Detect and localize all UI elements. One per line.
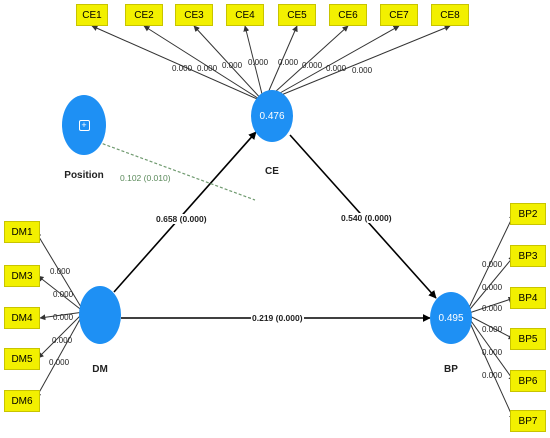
indicator-ce1[interactable]: CE1 <box>76 4 108 26</box>
indicator-ce8[interactable]: CE8 <box>431 4 469 26</box>
loading-arrow-ce2 <box>143 25 265 103</box>
loading-arrow-dm3 <box>37 275 85 313</box>
loading-dm5: 0.000 <box>52 336 73 345</box>
loading-ce5: 0.000 <box>278 58 299 67</box>
indicator-bp2[interactable]: BP2 <box>510 203 546 225</box>
loading-arrow-dm6 <box>35 311 85 399</box>
path-arrow-dm-ce <box>113 131 257 293</box>
bp-r2-value: 0.495 <box>438 312 464 324</box>
loading-arrow-bp7 <box>465 313 515 421</box>
loading-bp3: 0.000 <box>482 283 503 292</box>
construct-position-label: Position <box>64 170 104 181</box>
indicator-dm6[interactable]: DM6 <box>4 390 40 412</box>
path-label-dm-ce: 0.658 (0.000) <box>155 214 208 224</box>
construct-position[interactable]: + <box>62 95 106 155</box>
loading-ce3: 0.000 <box>222 61 243 70</box>
indicator-bp5[interactable]: BP5 <box>510 328 546 350</box>
loading-arrow-ce7 <box>263 25 400 103</box>
indicator-dm3[interactable]: DM3 <box>4 265 40 287</box>
construct-bp-label: BP <box>444 364 458 375</box>
indicator-ce2[interactable]: CE2 <box>125 4 163 26</box>
loading-bp4: 0.000 <box>482 304 503 313</box>
indicator-dm5[interactable]: DM5 <box>4 348 40 370</box>
loading-ce1: 0.000 <box>172 64 193 73</box>
loading-ce6: 0.000 <box>302 61 323 70</box>
loading-arrow-ce4 <box>243 25 265 103</box>
indicator-bp4[interactable]: BP4 <box>510 287 546 309</box>
loading-bp6: 0.000 <box>482 348 503 357</box>
loading-ce4: 0.000 <box>248 58 269 67</box>
loading-arrow-bp2 <box>465 213 515 315</box>
indicator-ce3[interactable]: CE3 <box>175 4 213 26</box>
indicator-ce4[interactable]: CE4 <box>226 4 264 26</box>
loading-arrow-ce1 <box>91 25 265 103</box>
indicator-bp7[interactable]: BP7 <box>510 410 546 432</box>
loading-arrow-dm4 <box>39 311 85 321</box>
ce-r2-value: 0.476 <box>259 110 285 122</box>
loading-arrow-ce6 <box>263 25 349 103</box>
loading-arrow-bp6 <box>465 313 515 382</box>
loading-arrow-bp4 <box>465 296 515 315</box>
construct-ce-label: CE <box>265 166 279 177</box>
construct-ce[interactable]: 0.476 <box>251 90 293 142</box>
loading-arrow-dm1 <box>35 231 85 313</box>
loading-dm3: 0.000 <box>53 290 74 299</box>
indicator-ce5[interactable]: CE5 <box>278 4 316 26</box>
loading-bp7: 0.000 <box>482 371 503 380</box>
loading-dm6: 0.000 <box>49 358 70 367</box>
loading-bp5: 0.000 <box>482 325 503 334</box>
indicator-dm4[interactable]: DM4 <box>4 307 40 329</box>
construct-dm-label: DM <box>92 364 108 375</box>
loading-arrow-ce5 <box>263 25 298 103</box>
indicator-ce7[interactable]: CE7 <box>380 4 418 26</box>
loading-arrow-bp3 <box>465 255 515 315</box>
indicator-ce6[interactable]: CE6 <box>329 4 367 26</box>
loading-arrow-dm5 <box>37 311 85 359</box>
loading-ce8: 0.000 <box>352 66 373 75</box>
indicator-dm1[interactable]: DM1 <box>4 221 40 243</box>
loading-arrow-ce8 <box>263 25 451 103</box>
path-label-position-ce: 0.102 (0.010) <box>120 173 171 183</box>
loading-dm1: 0.000 <box>50 267 71 276</box>
loading-bp2: 0.000 <box>482 260 503 269</box>
loading-arrow-ce3 <box>193 25 265 103</box>
path-label-ce-bp: 0.540 (0.000) <box>340 213 393 223</box>
path-label-dm-bp: 0.219 (0.000) <box>251 313 304 323</box>
loading-ce7: 0.000 <box>326 64 347 73</box>
loading-dm4: 0.000 <box>53 313 74 322</box>
construct-dm[interactable] <box>79 286 121 344</box>
loading-arrow-bp5 <box>465 313 515 340</box>
plus-icon: + <box>78 119 90 131</box>
loading-ce2: 0.000 <box>197 64 218 73</box>
indicator-bp3[interactable]: BP3 <box>510 245 546 267</box>
path-arrow-position-ce <box>97 141 256 201</box>
indicator-bp6[interactable]: BP6 <box>510 370 546 392</box>
construct-bp[interactable]: 0.495 <box>430 292 472 344</box>
